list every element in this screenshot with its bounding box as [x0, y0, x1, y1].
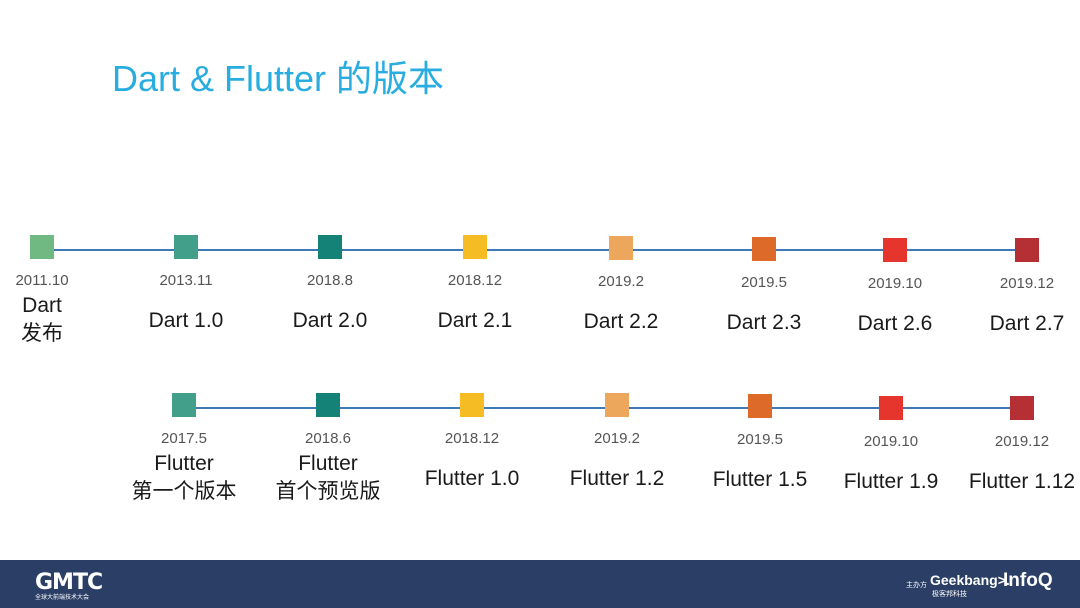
flutter-marker [1010, 396, 1034, 420]
dart-version-label: Dart 发布 [0, 292, 112, 348]
flutter-marker [748, 394, 772, 418]
dart-timeline-line [42, 249, 1027, 251]
flutter-version-label: Flutter 1.12 [952, 468, 1080, 496]
flutter-version-label-line: Flutter 1.9 [843, 470, 939, 493]
flutter-version-label: Flutter 1.0 [402, 465, 542, 493]
dart-version-label: Dart 2.2 [551, 308, 691, 336]
dart-version-label-line: Dart [22, 294, 62, 317]
footer-bar [0, 560, 1080, 608]
dart-version-label: Dart 1.0 [116, 307, 256, 335]
dart-marker [463, 235, 487, 259]
dart-date: 2018.12 [447, 272, 503, 289]
dart-marker [1015, 238, 1039, 262]
flutter-version-label: Flutter 1.2 [547, 465, 687, 493]
flutter-marker [879, 396, 903, 420]
flutter-version-label-line: Flutter 1.0 [424, 467, 520, 490]
dart-version-label-line: Dart 2.2 [583, 310, 659, 333]
flutter-date: 2019.12 [994, 433, 1050, 450]
dart-version-label-line: Dart 2.6 [857, 312, 933, 335]
flutter-version-label-line: 首个预览版 [275, 480, 381, 503]
dart-marker [752, 237, 776, 261]
flutter-version-label: Flutter 1.5 [690, 466, 830, 494]
dart-marker [609, 236, 633, 260]
flutter-date: 2019.5 [737, 431, 783, 448]
dart-version-label-line: 发布 [21, 322, 63, 345]
flutter-version-label-line: Flutter [154, 452, 214, 475]
flutter-timeline-line [184, 407, 1022, 409]
dart-version-label: Dart 2.3 [694, 309, 834, 337]
dart-marker [318, 235, 342, 259]
flutter-date: 2018.12 [444, 430, 500, 447]
dart-version-label-line: Dart 2.7 [989, 312, 1065, 335]
dart-version-label: Dart 2.1 [405, 307, 545, 335]
flutter-version-label-line: Flutter 1.12 [968, 470, 1076, 493]
flutter-date: 2018.6 [305, 430, 351, 447]
geekbang-logo: Geekbang>. [930, 572, 1010, 588]
dart-version-label-line: Dart 1.0 [148, 309, 224, 332]
dart-marker [883, 238, 907, 262]
page-title: Dart & Flutter 的版本 [112, 58, 445, 99]
dart-version-label: Dart 2.0 [260, 307, 400, 335]
sponsor-label: 主办方 [906, 582, 927, 589]
dart-version-label-line: Dart 2.1 [437, 309, 513, 332]
flutter-version-label-line: Flutter 1.5 [712, 468, 808, 491]
flutter-marker [316, 393, 340, 417]
dart-version-label: Dart 2.6 [825, 310, 965, 338]
dart-date: 2011.10 [15, 272, 69, 289]
flutter-date: 2019.2 [594, 430, 640, 447]
flutter-version-label: Flutter 第一个版本 [114, 450, 254, 506]
gmtc-logo: GMTC [35, 570, 103, 595]
flutter-date: 2019.10 [863, 433, 919, 450]
flutter-date: 2017.5 [161, 430, 207, 447]
flutter-marker [605, 393, 629, 417]
flutter-version-label-line: Flutter [298, 452, 358, 475]
flutter-marker [172, 393, 196, 417]
dart-version-label-line: Dart 2.3 [726, 311, 802, 334]
geekbang-logo-subtitle: 极客邦科技 [932, 591, 967, 598]
dart-version-label-line: Dart 2.0 [292, 309, 368, 332]
dart-date: 2018.8 [307, 272, 353, 289]
infoq-logo: InfoQ [1003, 570, 1053, 591]
dart-date: 2019.10 [867, 275, 923, 292]
flutter-version-label-line: 第一个版本 [131, 480, 237, 503]
dart-date: 2013.11 [159, 272, 213, 289]
dart-marker [30, 235, 54, 259]
flutter-version-label: Flutter 1.9 [821, 468, 961, 496]
dart-marker [174, 235, 198, 259]
dart-version-label: Dart 2.7 [957, 310, 1080, 338]
dart-date: 2019.2 [598, 273, 644, 290]
flutter-version-label-line: Flutter 1.2 [569, 467, 665, 490]
flutter-version-label: Flutter 首个预览版 [258, 450, 398, 506]
flutter-marker [460, 393, 484, 417]
dart-date: 2019.5 [741, 274, 787, 291]
gmtc-logo-subtitle: 全球大前端技术大会 [35, 595, 90, 601]
dart-date: 2019.12 [999, 275, 1055, 292]
